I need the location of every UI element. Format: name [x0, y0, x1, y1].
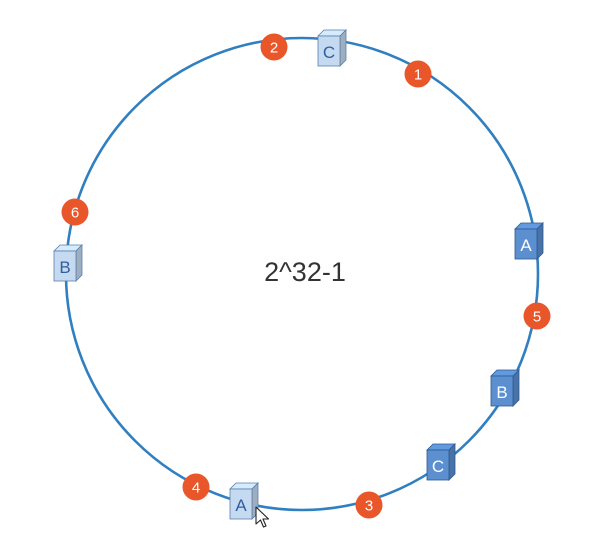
- server-node-c: C: [317, 29, 347, 67]
- mouse-pointer-icon: [255, 506, 270, 528]
- key-marker-label: 3: [365, 498, 373, 515]
- server-node-label: B: [496, 383, 507, 402]
- ring-range-label: 2^32-1: [264, 257, 346, 287]
- key-marker-5: 5: [523, 302, 551, 330]
- server-node-b: B: [53, 244, 83, 282]
- server-node-label: B: [59, 258, 70, 277]
- key-marker-4: 4: [182, 473, 210, 501]
- key-marker-label: 6: [71, 205, 79, 222]
- server-node-label: C: [432, 457, 444, 476]
- key-marker-label: 2: [270, 40, 278, 57]
- key-marker-label: 4: [192, 480, 200, 497]
- server-node-b: B: [490, 369, 520, 407]
- server-node-c: C: [426, 443, 456, 481]
- server-node-a: A: [514, 222, 544, 260]
- server-node-a: A: [229, 482, 259, 520]
- key-marker-3: 3: [355, 491, 383, 519]
- key-marker-6: 6: [61, 198, 89, 226]
- server-node-label: C: [323, 43, 335, 62]
- key-marker-label: 1: [414, 67, 422, 84]
- key-marker-label: 5: [533, 309, 541, 326]
- server-node-label: A: [520, 236, 532, 255]
- server-node-label: A: [235, 496, 247, 515]
- key-marker-2: 2: [260, 33, 288, 61]
- key-marker-1: 1: [404, 60, 432, 88]
